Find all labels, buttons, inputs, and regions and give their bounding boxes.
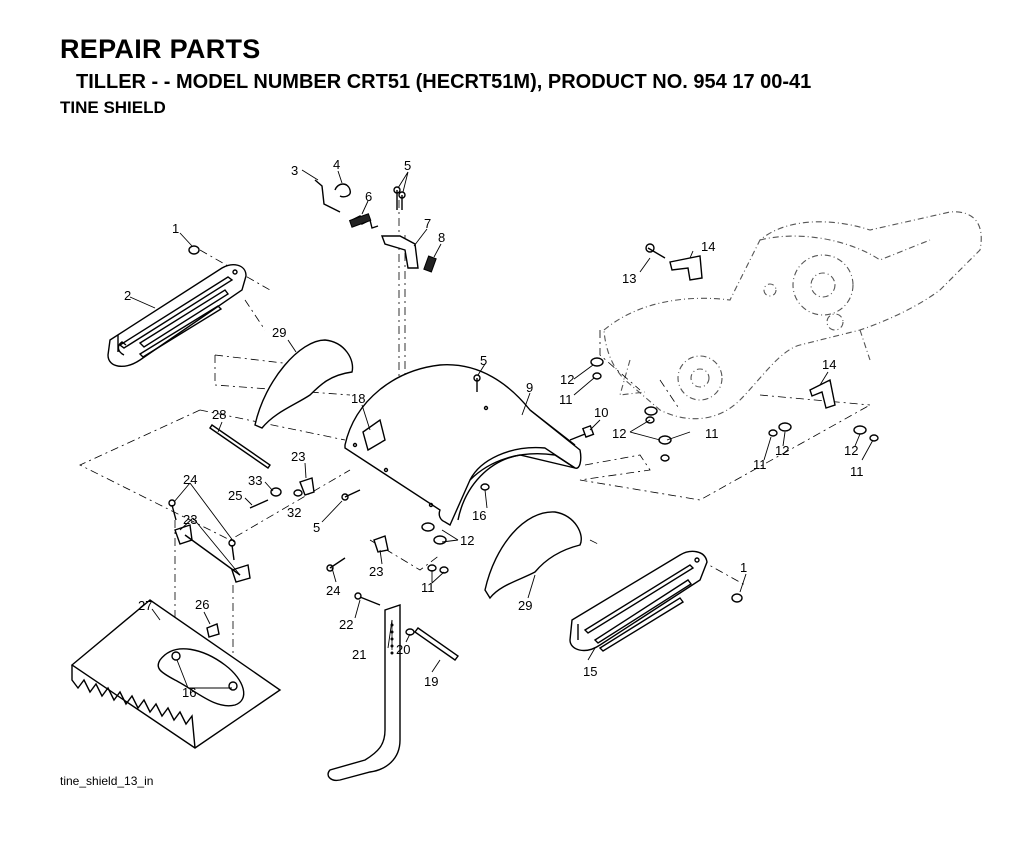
callout-11: 11 xyxy=(850,464,864,479)
depth-pin xyxy=(414,627,459,661)
callout-25: 25 xyxy=(228,488,242,503)
callout-8: 8 xyxy=(438,230,445,245)
spring-8 xyxy=(423,255,437,273)
callout-2: 2 xyxy=(124,288,131,303)
callout-24: 24 xyxy=(183,472,197,487)
callout-4: 4 xyxy=(333,157,340,172)
callout-28: 28 xyxy=(212,407,226,422)
callout-9: 9 xyxy=(526,380,533,395)
callout-16: 16 xyxy=(182,685,196,700)
long-rod xyxy=(209,424,271,469)
callout-13: 13 xyxy=(622,271,636,286)
callout-11: 11 xyxy=(559,392,573,407)
callout-12: 12 xyxy=(844,443,858,458)
flap-left xyxy=(254,339,354,429)
callout-14: 14 xyxy=(701,239,715,254)
callout-29: 29 xyxy=(518,598,532,613)
bolt-13 xyxy=(645,243,666,259)
rod-3 xyxy=(314,179,341,213)
callout-labels: 1 1 2 3 4 5 5 5 6 7 8 9 10 11 11 11 11 1… xyxy=(124,157,864,700)
callout-23: 23 xyxy=(291,449,305,464)
spring-6 xyxy=(348,213,379,229)
flap-plate xyxy=(362,418,386,452)
callout-1: 1 xyxy=(740,560,747,575)
callout-5: 5 xyxy=(480,353,487,368)
bracket-14-upper xyxy=(669,255,703,281)
callout-14: 14 xyxy=(822,357,836,372)
callout-23: 23 xyxy=(183,512,197,527)
page-title: REPAIR PARTS xyxy=(60,34,261,64)
callout-1: 1 xyxy=(172,221,179,236)
callout-26: 26 xyxy=(195,597,209,612)
rear-deflector xyxy=(70,599,282,749)
depth-bar xyxy=(327,604,401,782)
bracket-7 xyxy=(380,235,419,269)
callout-32: 32 xyxy=(287,505,301,520)
callout-18: 18 xyxy=(351,391,365,406)
callout-29: 29 xyxy=(272,325,286,340)
hardware-washers-nuts xyxy=(188,245,879,636)
callout-7: 7 xyxy=(424,216,431,231)
callout-15: 15 xyxy=(583,664,597,679)
flap-right xyxy=(484,511,582,600)
callout-6: 6 xyxy=(365,189,372,204)
callout-16: 16 xyxy=(472,508,486,523)
callout-5: 5 xyxy=(404,158,411,173)
callout-23: 23 xyxy=(369,564,383,579)
callout-12: 12 xyxy=(560,372,574,387)
tine-shield-hood xyxy=(344,364,582,527)
callout-22: 22 xyxy=(339,617,353,632)
callout-27: 27 xyxy=(138,598,152,613)
leader-lines xyxy=(129,169,874,689)
callout-21: 21 xyxy=(352,647,366,662)
strap-23 xyxy=(184,534,241,576)
callout-12: 12 xyxy=(612,426,626,441)
callout-24: 24 xyxy=(326,583,340,598)
callout-20: 20 xyxy=(396,642,410,657)
callout-3: 3 xyxy=(291,163,298,178)
callout-12: 12 xyxy=(460,533,474,548)
callout-11: 11 xyxy=(421,580,435,595)
callout-19: 19 xyxy=(424,674,438,689)
callout-11: 11 xyxy=(753,457,767,472)
bracket-14-lower xyxy=(809,378,836,409)
callout-10: 10 xyxy=(594,405,608,420)
clip-4 xyxy=(334,183,352,198)
side-guard-left xyxy=(107,264,247,367)
section-title: TINE SHIELD xyxy=(60,98,166,117)
tiller-body-outline xyxy=(603,211,982,420)
bolt-5-upper xyxy=(393,186,406,210)
callout-11: 11 xyxy=(705,426,719,441)
callout-12: 12 xyxy=(775,443,789,458)
bolt-10 xyxy=(569,424,595,441)
model-subtitle: TILLER - - MODEL NUMBER CRT51 (HECRT51M)… xyxy=(76,71,812,93)
side-guard-right xyxy=(569,550,708,652)
image-reference: tine_shield_13_in xyxy=(60,774,154,788)
callout-5: 5 xyxy=(313,520,320,535)
callout-33: 33 xyxy=(248,473,262,488)
hardware-bolts xyxy=(168,374,481,606)
